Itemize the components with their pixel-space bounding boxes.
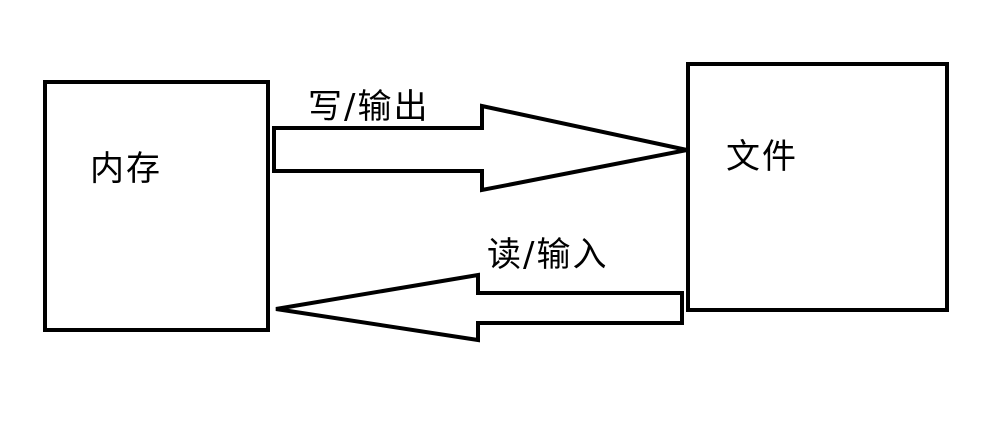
file-box (686, 62, 949, 312)
write-arrow-label: 写/输出 (308, 87, 429, 127)
write-arrow (272, 103, 688, 193)
memory-label: 内存 (90, 149, 162, 189)
read-arrow (275, 272, 684, 343)
memory-box (43, 80, 270, 332)
file-label: 文件 (726, 137, 798, 177)
read-arrow-label: 读/输入 (487, 235, 608, 275)
